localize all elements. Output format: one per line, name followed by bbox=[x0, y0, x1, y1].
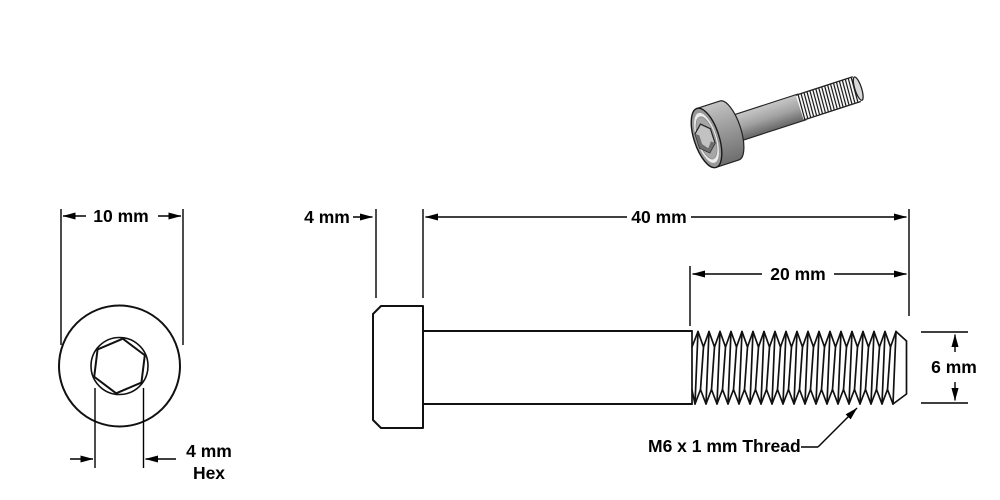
screw-3d-tip bbox=[852, 76, 864, 101]
screw-3d-head bbox=[690, 100, 745, 169]
thread-profile-2d bbox=[691, 330, 908, 405]
dim-thread-length: 20 mm bbox=[689, 264, 907, 326]
head-length-label: 4 mm bbox=[304, 207, 350, 227]
hex-size-label-line1: 4 mm bbox=[186, 441, 232, 461]
hex-socket-outline bbox=[93, 337, 146, 395]
thread-spec-callout: M6 x 1 mm Thread bbox=[648, 407, 858, 456]
side-view: 4 mm 40 mm 20 mm 6 mm bbox=[304, 207, 977, 456]
head-diameter-label: 10 mm bbox=[93, 206, 148, 226]
shaft-length-label: 40 mm bbox=[631, 207, 686, 227]
thread-spec-label: M6 x 1 mm Thread bbox=[648, 436, 801, 456]
thread-diameter-label: 6 mm bbox=[931, 357, 977, 377]
head-side-outline bbox=[372, 305, 424, 429]
dim-thread-diameter: 6 mm bbox=[921, 331, 977, 404]
dim-head-length: 4 mm bbox=[304, 207, 424, 298]
front-view: 10 mm 4 mm Hex bbox=[58, 206, 232, 483]
hex-size-label-line2: Hex bbox=[193, 463, 225, 483]
dim-hex-size: 4 mm Hex bbox=[70, 388, 232, 483]
head-outer-circle bbox=[58, 304, 181, 428]
dim-shaft-length: 40 mm bbox=[425, 207, 910, 316]
dim-head-diameter: 10 mm bbox=[60, 206, 184, 345]
screw-3d-threads bbox=[795, 76, 864, 121]
socket-bore-circle bbox=[90, 336, 149, 396]
thread-length-label: 20 mm bbox=[770, 264, 825, 284]
screw-3d-hex-socket bbox=[694, 123, 716, 154]
screw-3d-render bbox=[690, 76, 864, 169]
